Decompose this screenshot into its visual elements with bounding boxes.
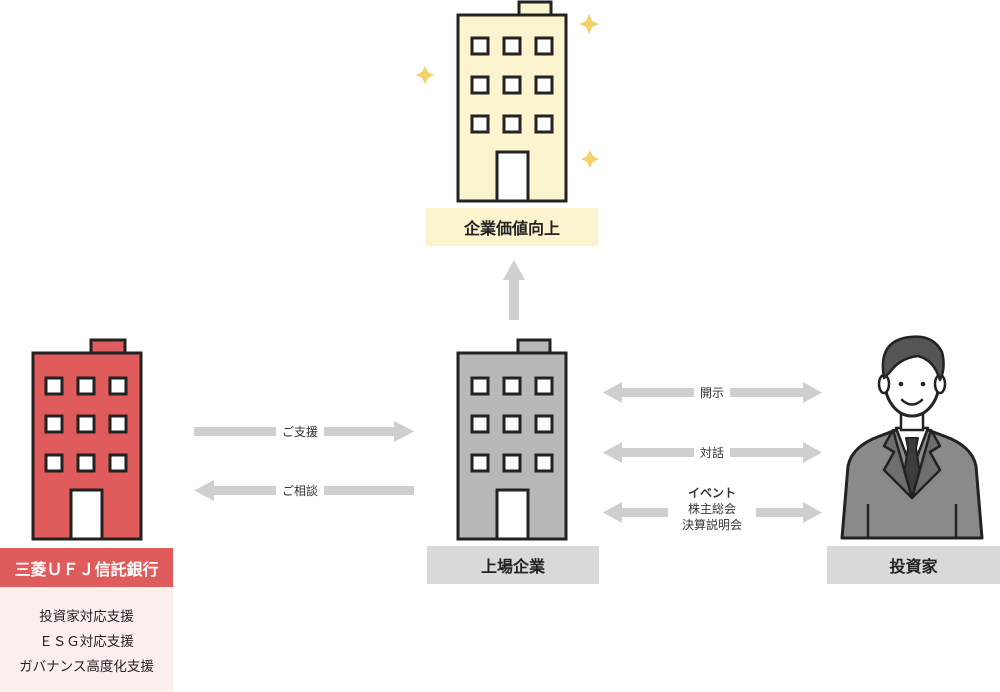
bank-label: 三菱ＵＦＪ信託銀行 bbox=[0, 548, 173, 587]
dialogue-arrow-label: 対話 bbox=[694, 445, 731, 461]
service-item: 投資家対応支援 bbox=[39, 608, 134, 625]
support-arrow-label: ご支援 bbox=[276, 424, 325, 440]
investor-person-icon bbox=[840, 335, 984, 540]
sparkle-icon bbox=[416, 14, 599, 168]
events-label-title: イベント bbox=[687, 486, 736, 500]
enterprise-value-label: 企業価値向上 bbox=[426, 208, 598, 246]
listed-company-label: 上場企業 bbox=[427, 546, 599, 584]
disclosure-arrow-label: 開示 bbox=[694, 385, 731, 401]
listed-company-building-icon bbox=[456, 338, 568, 541]
service-item: ガバナンス高度化支援 bbox=[19, 658, 154, 675]
enterprise-building-icon bbox=[456, 0, 568, 203]
service-item: ＥＳＧ対応支援 bbox=[39, 633, 134, 650]
bank-building-icon bbox=[31, 338, 143, 541]
consult-arrow-label: ご相談 bbox=[276, 483, 325, 499]
up-arrow bbox=[503, 260, 525, 320]
events-label-item: 決算説明会 bbox=[681, 518, 742, 532]
events-arrow-label: イベント 株主総会 決算説明会 bbox=[668, 485, 756, 533]
events-label-item: 株主総会 bbox=[687, 502, 736, 516]
bank-services-list: 投資家対応支援 ＥＳＧ対応支援 ガバナンス高度化支援 bbox=[0, 587, 173, 692]
investor-label: 投資家 bbox=[827, 546, 1000, 584]
